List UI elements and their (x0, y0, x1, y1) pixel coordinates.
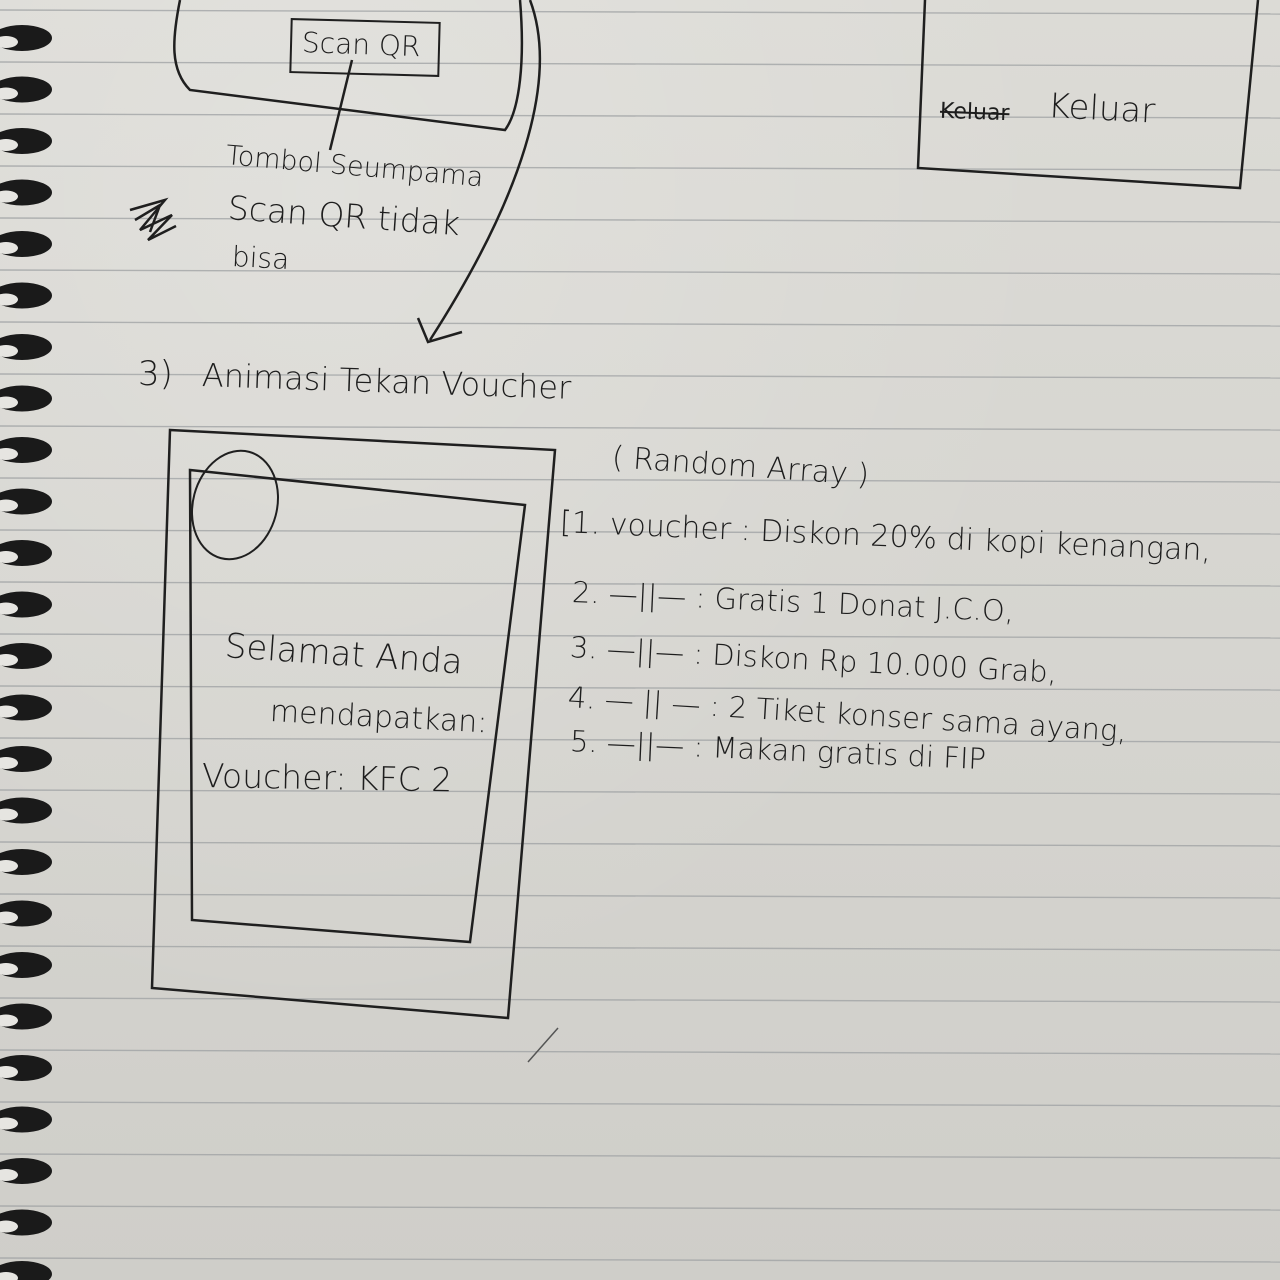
ruled-line (0, 581, 1280, 587)
spiral-hole (0, 963, 18, 975)
annotation-line-3: bisa (231, 240, 291, 276)
spiral-hole (0, 1117, 18, 1130)
spiral-hole (0, 705, 18, 718)
flow-arrow (428, 0, 542, 341)
ruled-line (0, 217, 1280, 223)
ruled-line (0, 529, 1280, 535)
ruled-line (0, 321, 1280, 327)
ruled-line (0, 633, 1280, 639)
animation-circle (191, 449, 279, 561)
stray-mark (527, 1027, 559, 1063)
spiral-hole (0, 36, 18, 48)
voucher-result: Voucher: KFC 2 (201, 756, 453, 800)
ruled-lines (0, 9, 1280, 1263)
ruled-line (0, 425, 1280, 431)
ruled-line (0, 685, 1280, 691)
spiral-hole (0, 1169, 18, 1181)
spiral-hole (0, 1014, 18, 1027)
spiral-hole (0, 757, 18, 769)
ruled-line (0, 1257, 1280, 1263)
ruled-line (0, 269, 1280, 275)
spiral-hole (0, 293, 18, 306)
spiral-hole (0, 602, 18, 615)
spiral-hole (0, 1066, 18, 1078)
spiral-hole (0, 1220, 18, 1233)
spiral-hole (0, 654, 18, 666)
ruled-line (0, 1153, 1280, 1159)
spiral-hole (0, 139, 18, 151)
ruled-line (0, 841, 1280, 847)
ruled-line (0, 477, 1280, 483)
spiral-hole (0, 190, 18, 203)
scribble-mark (129, 197, 177, 242)
spiral-hole (0, 808, 18, 821)
spiral-hole (0, 242, 18, 254)
ruled-line (0, 997, 1280, 1003)
flow-arrow-head (416, 317, 463, 344)
spiral-hole (0, 1272, 18, 1280)
keluar-crossed-label: Keluar (939, 98, 1010, 127)
scan-qr-label: Scan QR (301, 26, 421, 64)
spiral-hole (0, 860, 18, 872)
annotation-pointer-line (328, 59, 354, 151)
phone-outer-frame (150, 428, 557, 1020)
section-number: 3) (138, 354, 173, 394)
keluar-frame (916, 0, 1260, 190)
ruled-line (0, 165, 1280, 171)
ruled-line (0, 9, 1280, 15)
ruled-line (0, 1101, 1280, 1107)
spiral-hole (0, 396, 18, 409)
ruled-line (0, 945, 1280, 951)
keluar-label: Keluar (1046, 86, 1157, 132)
ruled-line (0, 893, 1280, 899)
spiral-hole (0, 499, 18, 512)
phone-inner-frame (188, 468, 527, 944)
ruled-line (0, 1049, 1280, 1055)
spiral-hole (0, 87, 18, 100)
spiral-hole (0, 551, 18, 563)
spiral-hole (0, 345, 18, 357)
scanqr-frame (173, 0, 524, 132)
ruled-line (0, 789, 1280, 795)
ruled-line (0, 113, 1280, 119)
spiral-hole (0, 448, 18, 460)
spiral-hole (0, 911, 18, 924)
ruled-line (0, 373, 1280, 379)
ruled-line (0, 1205, 1280, 1211)
ruled-line (0, 737, 1280, 743)
ruled-line (0, 61, 1280, 67)
spiral-binding (0, 25, 52, 1280)
